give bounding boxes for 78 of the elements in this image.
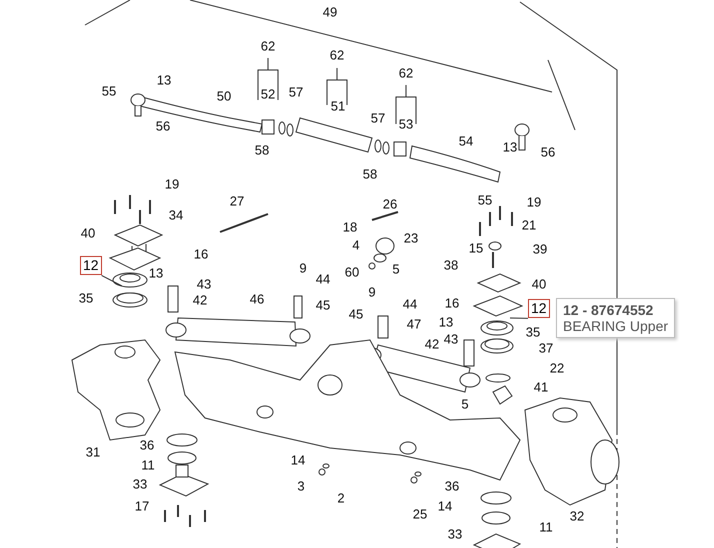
callout-number: 5	[392, 262, 400, 276]
callout-number: 34	[168, 208, 184, 222]
callout-number: 49	[322, 6, 338, 18]
callout-number: 38	[444, 258, 458, 272]
callout-number: 13	[156, 74, 172, 86]
callout-number: 42	[192, 294, 208, 306]
tooltip-box	[556, 298, 676, 338]
callout-number: 19	[164, 178, 180, 190]
callout-number: 47	[406, 318, 422, 330]
callout-number: 62	[398, 66, 414, 80]
callout-number: 57	[288, 86, 304, 98]
callout-number: 23	[404, 232, 418, 244]
callout-number: 51	[330, 100, 346, 112]
callout-number: 18	[342, 220, 358, 234]
callout-number: 13	[148, 266, 164, 280]
callout-number: 14	[290, 454, 306, 466]
callout-number: 46	[250, 292, 264, 306]
callout-number: 3	[297, 480, 305, 492]
callout-number: 4	[352, 238, 360, 252]
callout-number: 26	[382, 198, 398, 210]
callout-number: 53	[398, 118, 414, 130]
callout-number: 58	[362, 168, 378, 180]
callout-number: 13	[438, 316, 454, 328]
leader-line	[101, 274, 122, 286]
callout-number: 45	[316, 298, 330, 312]
callout-number: 43	[196, 278, 212, 290]
callout-number: 9	[299, 262, 307, 274]
callout-number: 52	[260, 88, 276, 100]
callout-number: 35	[78, 292, 94, 304]
callout-number: 16	[444, 296, 460, 310]
callout-number: 35	[526, 326, 540, 338]
callout-number: 60	[344, 266, 360, 278]
callout-number: 9	[368, 286, 376, 298]
callout-number: 33	[448, 528, 462, 540]
callout-number: 36	[140, 438, 154, 452]
callout-number: 40	[532, 278, 546, 290]
callout-number: 62	[260, 40, 276, 52]
callout-number: 11	[141, 458, 155, 472]
callout-number: 56	[156, 120, 170, 132]
part-number: 12 - 87674552	[563, 302, 654, 318]
callout-number: 27	[230, 194, 244, 208]
callout-number: 14	[438, 500, 452, 512]
callout-number: 19	[526, 196, 542, 208]
callout-number: 15	[468, 242, 484, 254]
callout-number: 57	[370, 112, 386, 124]
callout-number: 56	[540, 146, 556, 158]
callout-number: 42	[424, 338, 440, 350]
highlighted-callout: 12	[80, 256, 102, 276]
callout-number: 25	[412, 508, 428, 520]
callout-number: 5	[461, 398, 469, 410]
callout-number: 45	[348, 308, 364, 320]
leader-line	[510, 318, 528, 319]
callout-number: 55	[102, 84, 116, 98]
callout-number: 62	[330, 48, 344, 62]
callout-number: 13	[502, 140, 518, 154]
callout-number: 32	[570, 510, 584, 522]
callout-number: 17	[134, 500, 150, 512]
callout-number: 44	[316, 272, 330, 286]
callout-number: 31	[86, 446, 100, 458]
callout-number: 54	[458, 134, 474, 148]
callout-number: 37	[538, 342, 554, 354]
callout-number: 40	[80, 226, 96, 240]
callout-number: 41	[534, 380, 548, 394]
callout-number: 43	[444, 332, 458, 346]
callout-number: 21	[522, 218, 536, 232]
callout-number: 11	[539, 520, 553, 534]
callout-number: 33	[132, 478, 148, 490]
callout-number: 44	[402, 298, 418, 310]
callout-number: 22	[550, 362, 564, 374]
part-description: BEARING Upper	[563, 318, 668, 334]
callout-number: 2	[337, 492, 345, 504]
callout-number: 36	[444, 480, 460, 492]
callout-number: 55	[478, 194, 492, 206]
callout-number: 16	[194, 248, 208, 260]
callout-number: 58	[254, 144, 270, 156]
callout-number: 39	[532, 242, 548, 256]
highlighted-callout: 12	[528, 299, 550, 318]
callout-number: 50	[216, 90, 232, 102]
